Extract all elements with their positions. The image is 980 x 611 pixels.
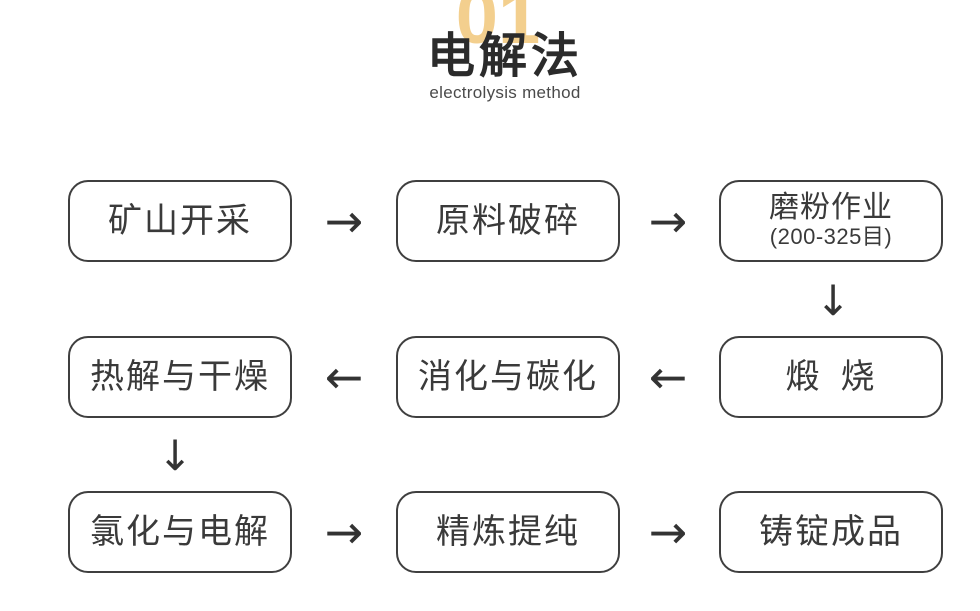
- flow-box-label: 煅 烧: [785, 358, 877, 396]
- flow-box-label: 铸锭成品: [759, 513, 903, 551]
- flow-box-label: 精炼提纯: [436, 513, 580, 551]
- page-subtitle: electrolysis method: [429, 83, 581, 102]
- flow-box-digestion-carbonization: 消化与碳化: [396, 336, 620, 418]
- flow-box-crushing: 原料破碎: [396, 180, 620, 262]
- arrow-right-icon: →: [648, 505, 688, 559]
- flow-box-refining-purification: 精炼提纯: [396, 491, 620, 573]
- arrow-down-icon: ↓: [157, 430, 193, 480]
- arrow-left-icon: ←: [324, 350, 364, 404]
- flow-box-mining: 矿山开采: [68, 180, 292, 262]
- arrow-right-icon: →: [648, 194, 688, 248]
- flow-box-label: 磨粉作业: [769, 191, 893, 224]
- flow-box-label: 氯化与电解: [90, 513, 270, 551]
- flow-box-label: 矿山开采: [108, 202, 252, 240]
- flow-box-sublabel: (200-325目): [769, 224, 893, 249]
- page-title: 电解法: [426, 30, 584, 83]
- flow-box-label: 热解与干燥: [90, 358, 270, 396]
- arrow-right-icon: →: [324, 194, 364, 248]
- arrow-down-icon: ↓: [815, 275, 851, 325]
- flow-box-grinding: 磨粉作业 (200-325目): [719, 180, 943, 262]
- flow-box-calcination: 煅 烧: [719, 336, 943, 418]
- flow-box-chlorination-electrolysis: 氯化与电解: [68, 491, 292, 573]
- flow-box-label: 原料破碎: [436, 202, 580, 240]
- flow-box-ingot-casting: 铸锭成品: [719, 491, 943, 573]
- arrow-right-icon: →: [324, 505, 364, 559]
- section-index-number: 01: [455, 0, 541, 60]
- flow-box-label: 消化与碳化: [418, 358, 598, 396]
- flow-box-pyrolysis-drying: 热解与干燥: [68, 336, 292, 418]
- arrow-left-icon: ←: [648, 350, 688, 404]
